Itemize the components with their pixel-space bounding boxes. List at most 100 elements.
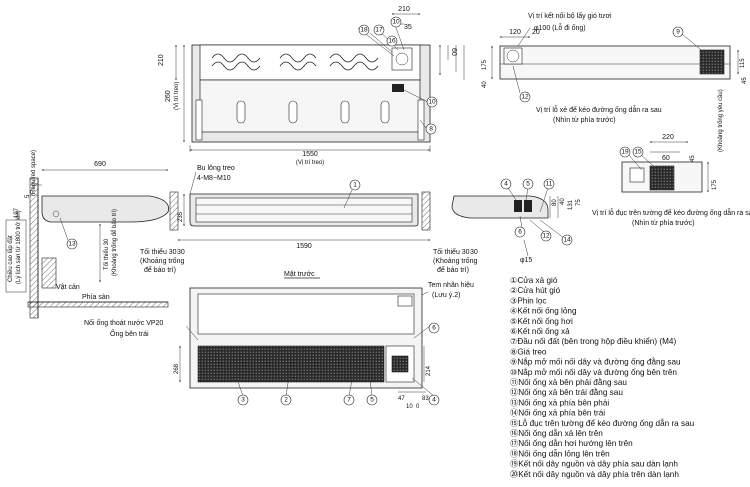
callout-10-top: 10 xyxy=(392,19,400,26)
callout-6: 6 xyxy=(432,325,436,332)
label-bu-long-treo: Bu lông treo xyxy=(197,165,235,172)
left-side-view: 690 5 (Required space) 197 Chiều cao lắp… xyxy=(5,150,169,319)
dim-side-197: 197 xyxy=(14,207,20,218)
label-ong-ben-trai: Ống bên trái xyxy=(110,328,149,338)
legend-item-5: ⑤Kết nối ống hơi xyxy=(510,317,573,326)
dim-rs-175: 175 xyxy=(712,179,718,190)
callout-2: 2 xyxy=(284,397,288,404)
dim-side-required: (Required space) xyxy=(31,150,37,196)
legend-item-10: ⑩Nắp mở mối nối dây và đường ống bên trê… xyxy=(510,367,677,377)
legend-item-6: ⑥Kết nối ống xả xyxy=(510,327,570,336)
legend-item-1: ①Cửa xả gió xyxy=(510,276,558,285)
dim-1550: 1550 xyxy=(302,151,318,158)
label-mat-truoc: Mặt trước xyxy=(284,271,315,278)
front-callouts: 1 xyxy=(349,179,361,191)
dim-front-235: 235 xyxy=(178,211,184,222)
callout-3: 3 xyxy=(241,397,245,404)
dim-left-260: 260 xyxy=(165,90,172,102)
dim-right-20: 20 xyxy=(532,29,540,36)
callout-18: 18 xyxy=(360,27,368,34)
callout-12: 12 xyxy=(521,94,529,101)
label-khoang-trong-vert: (Khoảng trống để bảo trì) xyxy=(111,209,118,276)
label-noi-ong-thoat: Nối ống thoát nước VP20 xyxy=(84,318,163,327)
callout-1-front: 1 xyxy=(353,182,357,189)
legend-item-2: ②Cửa hút gió xyxy=(510,286,561,295)
label-toi-thieu-30-right: Tối thiểu 30 xyxy=(433,247,470,256)
legend-item-12: ⑫Nối ống xả bên trái đằng sau xyxy=(510,387,623,397)
dim-sec-75: 75 xyxy=(576,199,582,206)
legend-item-7: ⑦Đầu nối đất (bên trong hộp điều khiển) … xyxy=(510,336,676,346)
legend-item-19: ⑲Kết nối dây nguồn và dây phía sau dàn l… xyxy=(510,460,678,469)
legend-item-3: ③Phin lọc xyxy=(510,296,546,305)
callout-10: 10 xyxy=(428,99,436,106)
callout-15: 15 xyxy=(634,149,642,156)
legend-item-20: ⑳Kết nối dây nguồn và dây phía trên dàn … xyxy=(510,470,679,479)
dim-top-60: 60 xyxy=(450,48,457,56)
dim-front2-10: 10 xyxy=(406,404,413,410)
dim-rs-45: 45 xyxy=(690,155,696,162)
dim-sec-131: 131 xyxy=(568,199,574,210)
dim-front2-83: 83 xyxy=(422,396,429,402)
label-phia-san: Phía sàn xyxy=(82,294,110,301)
dim-right-175: 175 xyxy=(482,59,488,70)
right-plan-view: Vị trí kết nối bộ lấy gió tươi φ100 (Lỗ … xyxy=(482,11,748,94)
callout-9: 9 xyxy=(676,29,680,36)
dim-right-40: 40 xyxy=(482,81,488,88)
dim-front-30-right: 30 xyxy=(470,249,478,256)
label-vitri-ket-noi: Vị trí kết nối bộ lấy gió tươi xyxy=(528,11,612,20)
label-toi-thieu-30-left: Tối thiểu 30 xyxy=(140,247,177,256)
front-view: 235 1590 Bu lông treo 4-M8~M10 Tối thiểu… xyxy=(140,165,478,274)
label-nhin-tu-truoc-1: (Nhìn từ phía trước) xyxy=(553,117,616,124)
legend-item-18: ⑱Nối ống dẫn lỏng lên trên xyxy=(510,448,610,458)
legend-item-17: ⑰Nối ống dẫn hơi hướng lên trên xyxy=(510,438,633,448)
dim-rs-60: 60 xyxy=(662,155,670,162)
legend-item-8: ⑧Giá treo xyxy=(510,347,547,356)
label-khoang-trong-left: (Khoảng trống xyxy=(140,256,184,265)
dim-front2-0: 0 xyxy=(416,404,420,410)
label-chieu-cao: Chiều cao lắp đặt xyxy=(7,235,14,282)
legend-item-4: ④Kết nối ống lỏng xyxy=(510,307,577,316)
callout-11: 11 xyxy=(546,181,553,188)
callout-19: 19 xyxy=(621,149,629,156)
dim-top-210: 210 xyxy=(398,6,410,13)
bottom-front-view: Mặt trước Tem nhãn hiệu (Lưu ý.2) 268 21… xyxy=(84,271,474,410)
label-vitri-lo-xe: Vị trí lỗ xẻ để kéo đường ống dẫn ra sau xyxy=(536,105,662,114)
callout-17: 17 xyxy=(375,27,383,34)
dim-top-35: 35 xyxy=(404,24,412,31)
dim-left-210: 210 xyxy=(158,54,165,66)
legend-item-13: ⑬Nối ống xả phía bên phải xyxy=(510,398,609,407)
dim-front2-268: 268 xyxy=(174,363,180,374)
callout-4: 4 xyxy=(432,397,436,404)
label-luu-y-2: (Lưu ý.2) xyxy=(432,292,460,299)
callout-16: 16 xyxy=(388,38,396,45)
dim-front-1590: 1590 xyxy=(296,243,312,250)
label-vitri-lo-duc: Vị trí lỗ đục trên tường để kéo đường ốn… xyxy=(592,208,750,217)
label-de-bao-tri-left: để bảo trì) xyxy=(144,266,176,274)
label-tem-nhan-hieu: Tem nhãn hiệu xyxy=(428,282,474,289)
label-khoang-trong-right: (Khoảng trống xyxy=(433,256,477,265)
legend-item-11: ⑪Nối ống xả bên phải đằng sau xyxy=(510,377,627,387)
legend-item-16: ⑯Nối ống dẫn xả lên trên xyxy=(510,428,603,438)
section-callouts: 4 5 11 6 12 14 xyxy=(500,178,573,246)
label-tu-phia-san: (Lý lịch sàn từ 1800 trở lên) xyxy=(15,210,22,284)
right-plan-callouts: 9 12 xyxy=(519,26,684,103)
dim-front-30-left: 30 xyxy=(177,249,185,256)
callout-4-sec: 4 xyxy=(504,181,508,188)
wall-hole-view: 220 60 175 45 (Khoảng trống yêu cầu) xyxy=(621,89,724,193)
callout-8: 8 xyxy=(429,126,433,133)
label-toi-thieu-30-vert: Tối thiểu 30 xyxy=(103,238,110,270)
section-view: 80 40 131 75 φ15 xyxy=(451,187,582,264)
dim-front2-214: 214 xyxy=(426,365,432,376)
callout-14: 14 xyxy=(563,237,571,244)
callout-5-sec: 5 xyxy=(526,181,530,188)
dim-right-45: 45 xyxy=(742,77,748,84)
callout-6-sec: 6 xyxy=(518,229,522,236)
dim-right-120: 120 xyxy=(509,29,521,36)
left-side-callouts: 13 xyxy=(66,238,78,250)
top-view: 1550 (Vị trí treo) 210 260 (Vị trí treo)… xyxy=(158,6,465,166)
top-callouts: 18 17 16 10 10 8 xyxy=(358,16,438,135)
label-bu-long-spec: 4-M8~M10 xyxy=(197,175,231,182)
dim-front2-47: 47 xyxy=(398,396,405,402)
